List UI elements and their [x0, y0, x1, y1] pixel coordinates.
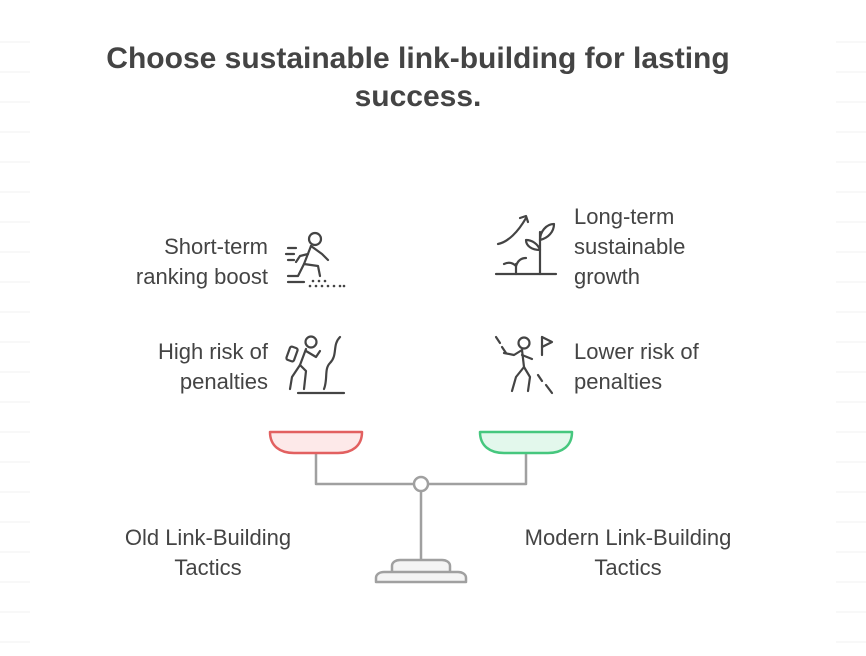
label-line: ranking boost — [135, 264, 268, 289]
label-line: Lower risk of — [574, 339, 699, 364]
label-line: Modern Link-Building — [524, 525, 732, 550]
label-line: Long-term — [574, 204, 675, 229]
label-line: penalties — [179, 369, 268, 394]
growth-plant-icon — [494, 214, 558, 276]
hiker-flag-icon — [494, 335, 554, 395]
label-line: growth — [574, 264, 641, 289]
label-long-term-sustainable-growth: Long-term sustainable growth — [574, 202, 774, 292]
label-high-risk-of-penalties: High risk of penalties — [88, 337, 268, 397]
climbing-person-icon — [285, 335, 346, 395]
page-title: Choose sustainable link-building for las… — [106, 42, 730, 113]
label-line: High risk of — [157, 339, 268, 364]
label-old-link-building-tactics: Old Link-Building Tactics — [88, 523, 328, 583]
scale-base-top — [390, 558, 452, 574]
left-pan — [268, 430, 364, 455]
label-line: Short-term — [164, 234, 268, 259]
label-line: Tactics — [174, 555, 242, 580]
label-modern-link-building-tactics: Modern Link-Building Tactics — [498, 523, 758, 583]
sprinting-person-icon — [284, 231, 346, 288]
label-lower-risk-of-penalties: Lower risk of penalties — [574, 337, 774, 397]
right-pan — [478, 430, 574, 455]
label-line: penalties — [574, 369, 663, 394]
scale-pivot — [412, 475, 430, 493]
scale-base-bottom — [374, 570, 468, 584]
label-short-term-ranking-boost: Short-term ranking boost — [88, 232, 268, 292]
label-line: Old Link-Building — [124, 525, 292, 550]
label-line: sustainable — [574, 234, 686, 259]
label-line: Tactics — [594, 555, 662, 580]
